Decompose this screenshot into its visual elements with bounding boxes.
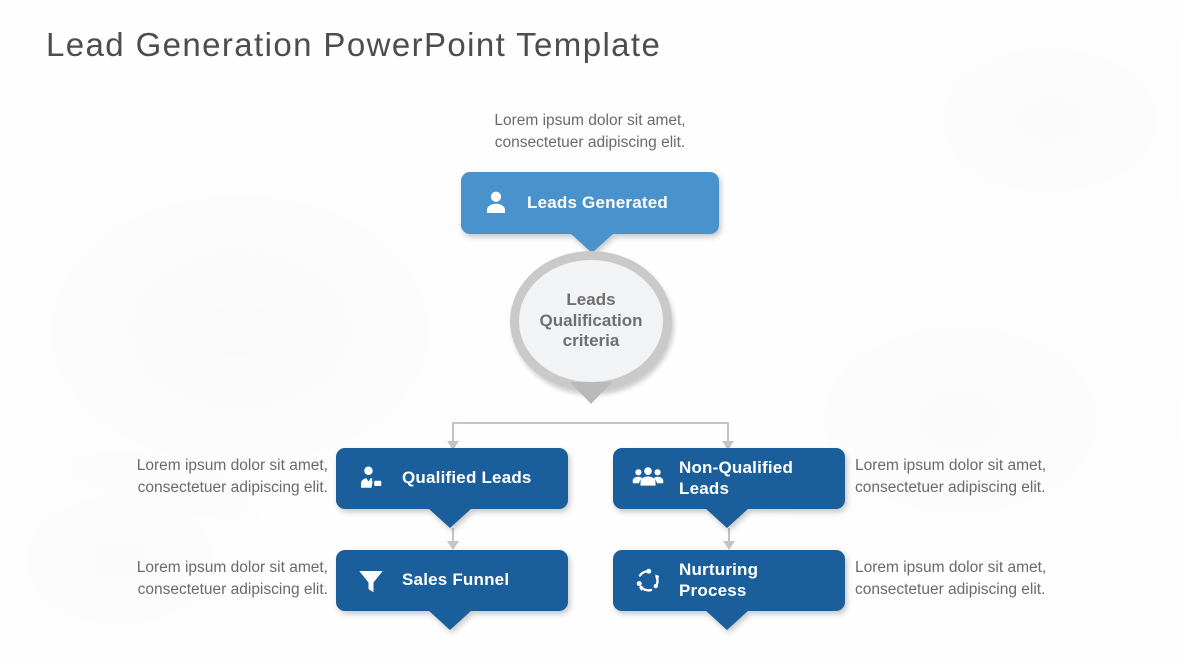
banner-pointer [705, 508, 749, 528]
banner-pointer [705, 610, 749, 630]
people-group-icon [631, 462, 665, 496]
funnel-icon [354, 564, 388, 598]
page-title: Lead Generation PowerPoint Template [46, 26, 662, 63]
node-qualification-circle[interactable]: Leads Qualification criteria [510, 251, 672, 391]
node-label: Qualified Leads [402, 468, 532, 488]
connector-arrow-vertical-left [447, 541, 459, 550]
node-nurturing-process[interactable]: Nurturing Process [613, 550, 845, 630]
connector-vertical-left [452, 528, 454, 545]
description-non-qualified-leads: Lorem ipsum dolor sit amet, consectetuer… [855, 457, 1047, 496]
businessperson-icon [354, 462, 388, 496]
connector-arrow-left [447, 441, 459, 450]
node-sales-funnel[interactable]: Sales Funnel [336, 550, 568, 630]
node-label: Nurturing Process [679, 560, 759, 600]
top-description: Lorem ipsum dolor sit amet, consectetuer… [494, 112, 686, 151]
connector-stub-left [452, 422, 454, 445]
description-sales-funnel: Lorem ipsum dolor sit amet, consectetuer… [136, 559, 328, 598]
banner-pointer [570, 233, 614, 253]
circle-pointer [570, 382, 612, 404]
node-leads-generated[interactable]: Leads Generated [461, 172, 719, 253]
cycle-arrows-icon [631, 564, 665, 598]
circle-label: Leads Qualification criteria [539, 289, 643, 351]
banner-pointer [428, 508, 472, 528]
connector-vertical-right [728, 528, 730, 545]
description-qualified-leads: Lorem ipsum dolor sit amet, consectetuer… [136, 457, 328, 496]
banner-pointer [428, 610, 472, 630]
node-non-qualified-leads[interactable]: Non-Qualified Leads [613, 448, 845, 528]
node-label: Non-Qualified Leads [679, 458, 794, 498]
description-nurturing-process: Lorem ipsum dolor sit amet, consectetuer… [855, 559, 1047, 598]
connector-stub-right [727, 422, 729, 445]
node-qualified-leads[interactable]: Qualified Leads [336, 448, 568, 528]
connector-arrow-right [722, 441, 734, 450]
node-label: Sales Funnel [402, 570, 510, 590]
connector-horizontal [452, 422, 729, 424]
connector-arrow-vertical-right [723, 541, 735, 550]
person-icon [479, 186, 513, 220]
node-label: Leads Generated [527, 192, 668, 212]
